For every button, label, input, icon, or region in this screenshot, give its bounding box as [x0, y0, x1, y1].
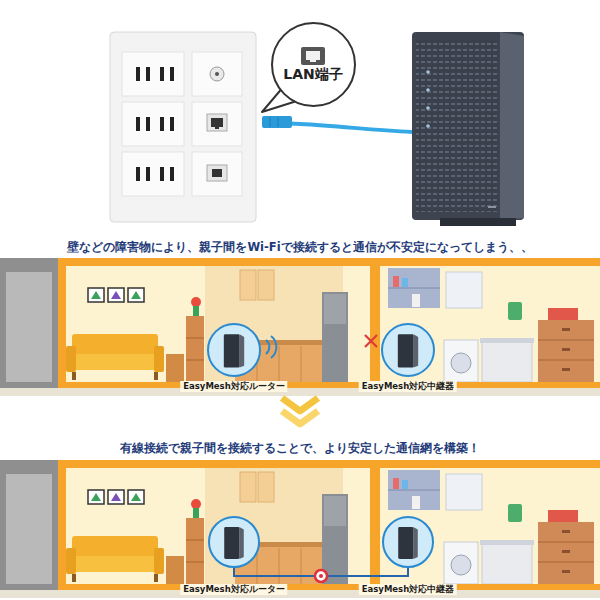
- device-icon-side: [413, 527, 417, 559]
- lan-cable: [262, 116, 412, 132]
- wall-plate-part: [207, 114, 227, 131]
- device-icon-side: [414, 334, 419, 367]
- device-circle: EasyMesh対応中継器: [382, 516, 434, 568]
- router-tower-part: [426, 88, 430, 92]
- wall-plate-part: [160, 117, 164, 131]
- device-icon: [210, 518, 258, 566]
- callout-bubble: LAN端子: [271, 22, 356, 107]
- wall-plate-part: [192, 52, 242, 96]
- device-circle: EasyMesh対応ルーター: [208, 516, 260, 568]
- device-label: EasyMesh対応ルーター: [180, 381, 287, 392]
- lan-port-icon: [300, 46, 326, 66]
- router-tower-part: [500, 32, 524, 220]
- device-icon: [209, 325, 259, 375]
- wall-plate-part: [170, 167, 174, 181]
- router-tower-part: [426, 124, 430, 128]
- device-icon: [383, 325, 433, 375]
- room-panel-wireless-part: [0, 258, 600, 396]
- wall-plate-part: [110, 32, 256, 222]
- down-chevron-part: [282, 398, 318, 411]
- room-panel-wired: [0, 460, 600, 598]
- lan-port-icon-socket: [306, 51, 320, 62]
- wall-plate-part: [146, 117, 150, 131]
- device-label: EasyMesh対応中継器: [359, 381, 457, 392]
- lan-cable-part: [262, 116, 292, 128]
- lan-cable-part: [270, 117, 271, 127]
- device-circle: EasyMesh対応中継器: [381, 323, 435, 377]
- wall-plate-part: [146, 167, 150, 181]
- down-chevron-part: [282, 411, 318, 424]
- wall-plate-part: [122, 52, 184, 96]
- wall-plate-part: [136, 67, 140, 81]
- device-circle: EasyMesh対応ルーター: [207, 323, 261, 377]
- wall-plate: [110, 32, 256, 222]
- wall-plate-part: [211, 118, 223, 129]
- wall-plate-part: [160, 167, 164, 181]
- wall-plate-part: [136, 117, 140, 131]
- router-tower-part: [488, 206, 496, 208]
- connection-mark: [315, 570, 327, 582]
- router-tower-part: [416, 40, 498, 212]
- wall-plate-part: [146, 67, 150, 81]
- device-icon: [384, 518, 432, 566]
- room-panel-wireless-part: [271, 336, 276, 358]
- room-panel-wireless-part: [266, 340, 269, 354]
- wall-plate-part: [122, 102, 184, 146]
- callout-text: LAN端子: [283, 66, 342, 83]
- router-tower: [412, 32, 524, 226]
- router-tower-part: [426, 106, 430, 110]
- device-icon-front: [398, 334, 414, 367]
- room-panel-wired-part: [0, 460, 600, 598]
- room-panel-wireless-part: [365, 335, 377, 347]
- wall-plate-part: [170, 117, 174, 131]
- lan-port-icon-frame: [301, 47, 325, 65]
- room-panel-wireless-part: [365, 335, 377, 347]
- wall-plate-part: [192, 102, 242, 146]
- wall-plate-part: [215, 72, 219, 76]
- section-heading: 壁などの障害物により、親子間をWi-Fiで接続すると通信が不安定になってしまう、…: [0, 240, 600, 254]
- wall-plate-part: [160, 67, 164, 81]
- router-tower-part: [440, 218, 516, 226]
- connection-mark-dot: [319, 574, 323, 578]
- device-icon-side: [240, 334, 245, 367]
- lan-cable-part: [278, 117, 279, 127]
- section-heading: 有線接続で親子間を接続することで、より安定した通信網を構築！: [0, 441, 600, 455]
- wall-plate-part: [136, 167, 140, 181]
- device-icon-front: [224, 527, 239, 559]
- wall-plate-part: [122, 152, 184, 196]
- router-tower-part: [426, 70, 430, 74]
- device-label: EasyMesh対応中継器: [359, 584, 457, 595]
- device-icon-front: [224, 334, 240, 367]
- down-chevron: [282, 398, 318, 424]
- device-icon-side: [239, 527, 243, 559]
- device-label: EasyMesh対応ルーター: [180, 584, 287, 595]
- wall-plate-part: [192, 152, 242, 196]
- device-icon-front: [398, 527, 413, 559]
- wall-plate-part: [170, 67, 174, 81]
- room-panel-wireless: [0, 258, 600, 396]
- wall-plate-part: [210, 67, 224, 81]
- router-tower-part: [412, 32, 524, 220]
- wall-plate-part: [212, 169, 222, 177]
- wall-plate-part: [207, 165, 227, 181]
